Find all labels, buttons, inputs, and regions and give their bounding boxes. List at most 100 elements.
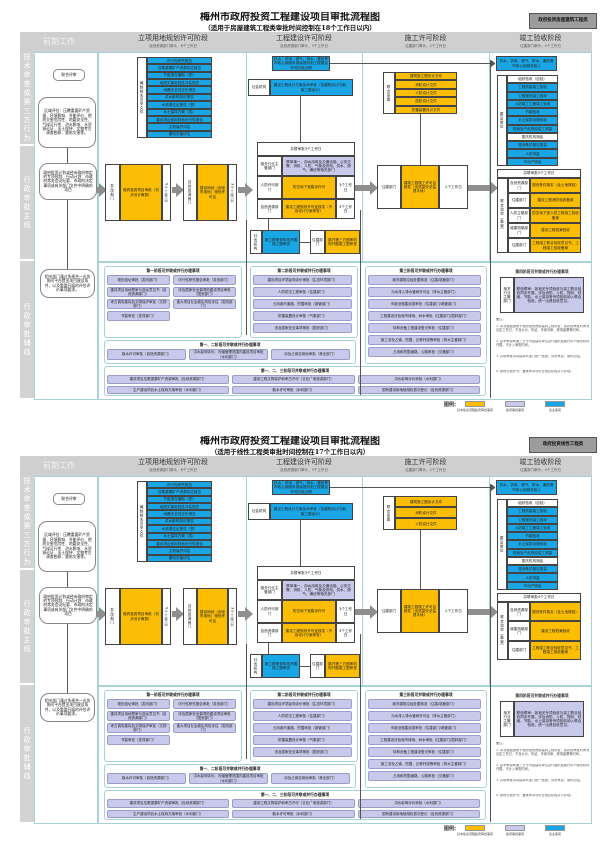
stage-item[interactable]: 节能审查（发改部门） — [107, 735, 170, 745]
acceptance-item[interactable]: 规划条件核实测量 — [507, 565, 558, 574]
stage-item[interactable]: 国有建设用地使用权首次登记（自然资源部门） — [357, 809, 480, 818]
design-file-item[interactable]: 建筑施工图设计文件 — [395, 72, 457, 81]
design-file-item[interactable]: 建筑施工图设计文件 — [395, 496, 457, 508]
drawing-review-item[interactable]: 施工图审查机构开展施工图审查 — [262, 230, 300, 254]
stage-item[interactable]: 重大项目社会稳定风险评估（发改部门） — [173, 299, 236, 309]
stage-item[interactable]: 占用和挖掘道路、公路审批（交通部门） — [368, 771, 481, 781]
utility-application-box[interactable]: 供水、供电、燃气、排水、通信等市政公用服务报装提前到工程建设许可阶段办理 — [272, 480, 330, 495]
phase-title[interactable]: 工程建设许可阶段 — [276, 457, 332, 466]
project-doc-item[interactable]: 洪水影响评价报告 — [147, 93, 212, 102]
project-doc-item[interactable]: 文物保护评估 — [147, 123, 212, 131]
stage-item[interactable]: 城市建筑垃圾处置核准（住建/城管部门） — [368, 699, 481, 709]
project-doc-item[interactable]: 文物保护评估 — [147, 547, 212, 555]
joint-review-box[interactable]: 联合评审 — [53, 69, 85, 81]
phase-title[interactable]: 竣工验收阶段 — [519, 33, 562, 42]
joint-review-box[interactable]: 联合评审 — [53, 493, 85, 505]
acceptance-item[interactable]: 工程质量竣工验收 — [507, 83, 558, 92]
stage-item[interactable]: 市政设施建设类审批（住建部门/城管部门） — [368, 723, 481, 733]
construction-permit-item[interactable]: 建筑工程施工许可证核发（含质量安全监督手续） — [401, 165, 439, 209]
fagai-approval-item[interactable]: 政府投资项目审批（初步设计概算） — [120, 588, 162, 645]
acceptance-item[interactable]: 人防竣工工程竣工验收 — [507, 523, 558, 533]
acceptance-item[interactable]: 节能验收 — [507, 532, 558, 541]
stage-item[interactable]: 生产建设项目水土保持方案审批（水利部门） — [107, 809, 230, 818]
acceptance-approval-item[interactable]: 建设工程档案验收 — [530, 621, 581, 641]
utility-application-box[interactable]: 供水、供电、燃气、排水、通信等市政公用服务报装提前到工程建设许可阶段办理 — [272, 56, 330, 71]
commission-review-item[interactable]: 委托第三方图审机构开展施工图审查 — [325, 230, 360, 254]
acceptance-item[interactable]: 水土保持设施验收 — [507, 540, 558, 549]
acceptance-approval-item[interactable]: 规划条件核实（含土地核验） — [530, 602, 581, 622]
stage-item[interactable]: 生产建设项目水土保持方案审批（水利部门） — [107, 385, 230, 394]
stage-item[interactable]: 可行性研究报告审批（发改部门） — [173, 275, 236, 285]
stage-item[interactable]: 占用城市道路、挖掘审批（城管部门） — [253, 723, 352, 733]
project-doc-item[interactable]: 压覆重要矿产资源评估报告 — [147, 488, 212, 496]
acceptance-item[interactable]: 人防测量 — [507, 573, 558, 582]
joint-review-item[interactable]: 联审事一、用水用电及交通设施、公安交警、消防、人防、气象及供电、供水、燃气、通信… — [282, 580, 355, 600]
commission-review-item[interactable]: 委托第三方图审机构开展施工图审查 — [325, 654, 360, 678]
phase-title[interactable]: 施工许可阶段 — [404, 33, 447, 42]
stage-item[interactable]: 工程建设涉及城市绿地、树木审批（住建部门/园林部门） — [368, 735, 481, 745]
stage-item[interactable]: 涉及占用农用地审批（林业部门） — [271, 349, 350, 360]
stage-item[interactable]: 污水排入排水管网许可证（排水主管部门） — [368, 711, 481, 721]
stage-item[interactable]: 占用和挖掘道路、公路审批（交通部门） — [368, 347, 481, 357]
stage-item[interactable]: 节能审查（发改部门） — [107, 311, 170, 321]
design-file-item[interactable]: 消防设计文件 — [395, 80, 457, 89]
project-doc-item[interactable]: 地震安全性评价报告 — [147, 86, 212, 94]
stage-item[interactable]: 考古调查勘探及文物保护审批（文物部门） — [107, 299, 170, 309]
stage-item[interactable]: 人防防空工程审批（住建部门） — [253, 711, 352, 721]
stage-item[interactable]: 建设工程文物保护和考古许可（文化广电旅游部门） — [232, 799, 355, 808]
stage-item[interactable]: 市政设施建设类审批（住建部门/城管部门） — [368, 299, 481, 309]
project-doc-item[interactable]: 压覆重要矿产资源评估报告 — [147, 64, 212, 72]
stage-item[interactable]: 建设项目压覆重要矿产资源审批（自然资源部门） — [107, 799, 230, 808]
stage-item[interactable]: 建设项目用地预审与选址意见书（自然资源部门） — [107, 711, 170, 721]
phase-title[interactable]: 立项用地规划许可阶段 — [138, 457, 208, 466]
phase-title[interactable]: 竣工验收阶段 — [519, 457, 562, 466]
stage-item[interactable]: 规划选址审批（发改部门） — [107, 699, 170, 709]
stage4-item[interactable]: 联验联审：各相关专项验收与竣工联合验收同步开展，涉及消防、人防、规划、档案、节能… — [514, 701, 584, 737]
stage-item[interactable]: 洪水影响评价审批（水利部门） — [357, 375, 480, 384]
stage-item[interactable]: 涉及国家安全事项的建设项目审批（国安部门） — [173, 711, 236, 721]
project-doc-item[interactable]: 地质灾害危险性评估报告 — [147, 79, 212, 87]
project-doc-item[interactable]: 地质灾害危险性评估报告 — [147, 503, 212, 511]
category-badge[interactable]: 政府投资房屋建筑工程类 — [529, 13, 597, 29]
stage-item[interactable]: 取水许可审批（水利部门） — [232, 385, 355, 394]
stage-item[interactable]: 洪水影响评价审批（水利部门） — [357, 799, 480, 808]
design-file-item[interactable]: 消防设计文件 — [395, 507, 457, 519]
stage-item[interactable]: 取水许可审批（自然资源部门） — [107, 773, 186, 784]
utility-connection-box[interactable]: 供水、供电、燃气、排水、通信等市政公用服务接入 — [496, 56, 557, 71]
stage-item[interactable]: 重大项目社会稳定风险评估（发改部门） — [173, 723, 236, 733]
category-badge[interactable]: 政府投资线性工程类 — [529, 437, 597, 453]
civil-defense-item[interactable]: 防空地下室建设许可 — [282, 176, 336, 199]
stage-item[interactable]: 建设项目环境影响评价审批（生态环境部门） — [253, 699, 352, 709]
acceptance-item[interactable]: 工程质量竣工验收 — [507, 507, 558, 516]
design-file-item[interactable]: 人防设计文件 — [395, 88, 457, 98]
acceptance-item[interactable]: 水土保持设施验收 — [507, 116, 558, 125]
project-doc-item[interactable]: 雷电灾害评估 — [147, 554, 212, 562]
stage-item[interactable]: 施工涉及占道、挖掘、迁移杆线等审批（排水主管部门） — [368, 335, 481, 345]
design-review-item[interactable]: 建设工程设计方案技术审查（含建筑设计方案、施工图设计） — [270, 503, 353, 520]
drawing-review-item[interactable]: 施工图审查机构开展施工图审查 — [262, 654, 300, 678]
stage-item[interactable]: 占用城市道路、挖掘审批（城管部门） — [253, 299, 352, 309]
project-doc-item[interactable]: 水土保持方案（表） — [147, 108, 212, 116]
government-plan-box[interactable]: 政府投资计划或经市政府审定的专项规划、行动计划、市政府常务会议纪要、市政府决定事… — [39, 587, 97, 624]
acceptance-item[interactable]: 委托机构测绘 — [507, 556, 558, 566]
acceptance-approval-item[interactable]: 规划条件核实（含土地核验） — [530, 178, 581, 193]
stage-item[interactable]: 规划选址审批（发改部门） — [107, 275, 170, 285]
land-planning-permit-item[interactable]: 建设用地（含临时用地）规划许可证 — [197, 588, 228, 645]
project-doc-item[interactable]: 可行性研究报告 — [147, 481, 212, 489]
project-doc-item[interactable]: 节能报告编制（表） — [147, 495, 212, 504]
stage-item[interactable]: 特种设备工程建设登记审批（住建部门） — [368, 747, 481, 757]
stage-item[interactable]: 防雷装置设计审核（气象部门） — [253, 735, 352, 745]
planning-permit-item[interactable]: 建设工程规划许可证核发（不含设计方案审查） — [282, 623, 336, 643]
stage-item[interactable]: 建设工程文物保护和考古许可（文化广电旅游部门） — [232, 375, 355, 384]
design-file-item[interactable]: 技防设计文件 — [395, 97, 457, 106]
regional-evaluation-box[interactable]: 区域评估：压覆重要矿产资源、环境影响、节能评价、地质灾害危险性、地震安全性、气候… — [38, 97, 96, 148]
project-doc-item[interactable]: 建设项目使用林地可行性报告 — [147, 115, 212, 124]
stage-item[interactable]: 施工涉及占道、挖掘、迁移杆线等审批（排水主管部门） — [368, 759, 481, 769]
project-doc-item[interactable]: 洪水影响评价报告 — [147, 517, 212, 526]
government-plan-box[interactable]: 政府投资计划或经市政府审定的专项规划、行动计划、市政府常务会议纪要、市政府决定事… — [39, 163, 97, 200]
stage-item[interactable]: 取水许可审批（自然资源部门） — [107, 349, 186, 360]
acceptance-item[interactable]: 档案及产权测绘竣工测量 — [507, 548, 558, 557]
acceptance-approval-item[interactable]: 建设工程消防验收备案 — [530, 193, 581, 208]
project-doc-item[interactable]: 水资源论证报告（表） — [147, 525, 212, 533]
stage-item[interactable]: 涉及国家安全事项审批（国安部门） — [253, 323, 352, 333]
